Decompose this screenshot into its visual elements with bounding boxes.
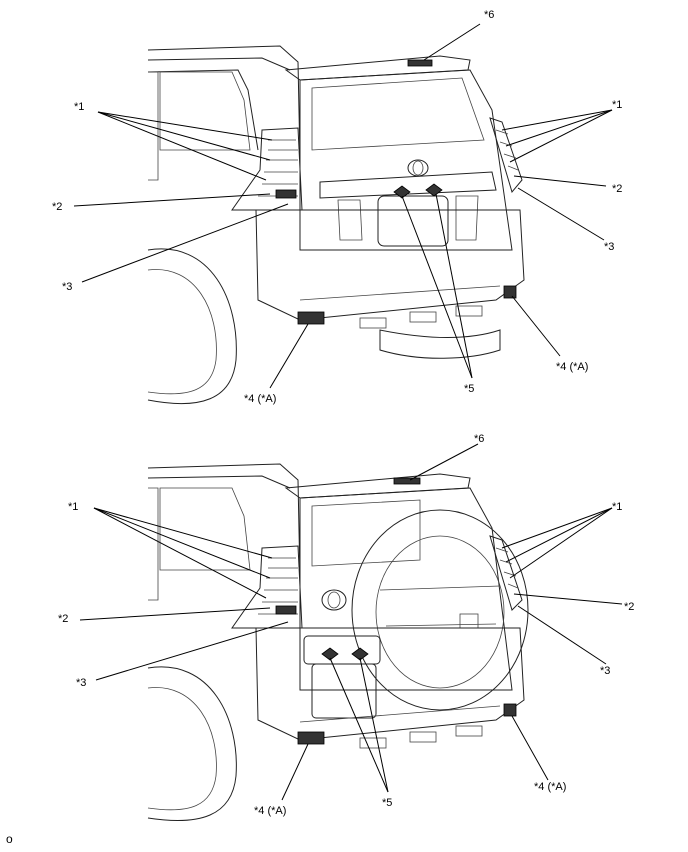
bottom-vehicle-body-drawing	[147, 463, 529, 821]
label-bottom-3-right: *3	[600, 665, 610, 677]
top-vehicle-view: *6 *1 *1 *2 *2 *3 *3 *4 (*A) *4 (*A) *5	[52, 9, 622, 405]
label-top-2-left: *2	[52, 201, 62, 213]
top-callout-labels: *6 *1 *1 *2 *2 *3 *3 *4 (*A) *4 (*A) *5	[52, 9, 622, 405]
label-bottom-1-right: *1	[612, 501, 622, 513]
label-top-1-left: *1	[74, 101, 84, 113]
top-vehicle-body-drawing	[147, 45, 525, 405]
label-bottom-3-left: *3	[76, 677, 86, 689]
label-top-5: *5	[464, 383, 474, 395]
label-bottom-2-right: *2	[624, 601, 634, 613]
label-bottom-2-left: *2	[58, 613, 68, 625]
label-bottom-4-left: *4 (*A)	[254, 805, 286, 817]
bottom-callout-labels: *6 *1 *1 *2 *2 *3 *3 *4 (*A) *4 (*A) *5	[58, 433, 634, 817]
bottom-leader-lines	[79, 443, 623, 801]
label-bottom-4-right: *4 (*A)	[534, 781, 566, 793]
label-bottom-6: *6	[474, 433, 484, 445]
label-bottom-5: *5	[382, 797, 392, 809]
label-top-4-left: *4 (*A)	[244, 393, 276, 405]
label-top-4-right: *4 (*A)	[556, 361, 588, 373]
label-top-6: *6	[484, 9, 494, 21]
label-top-1-right: *1	[612, 99, 622, 111]
top-leader-lines	[73, 23, 613, 389]
label-top-3-left: *3	[62, 281, 72, 293]
figure-code: o	[6, 832, 13, 846]
label-top-3-right: *3	[604, 241, 614, 253]
bottom-vehicle-view: *6 *1 *1 *2 *2 *3 *3 *4 (*A) *4 (*A) *5	[58, 433, 634, 821]
label-top-2-right: *2	[612, 183, 622, 195]
label-bottom-1-left: *1	[68, 501, 78, 513]
